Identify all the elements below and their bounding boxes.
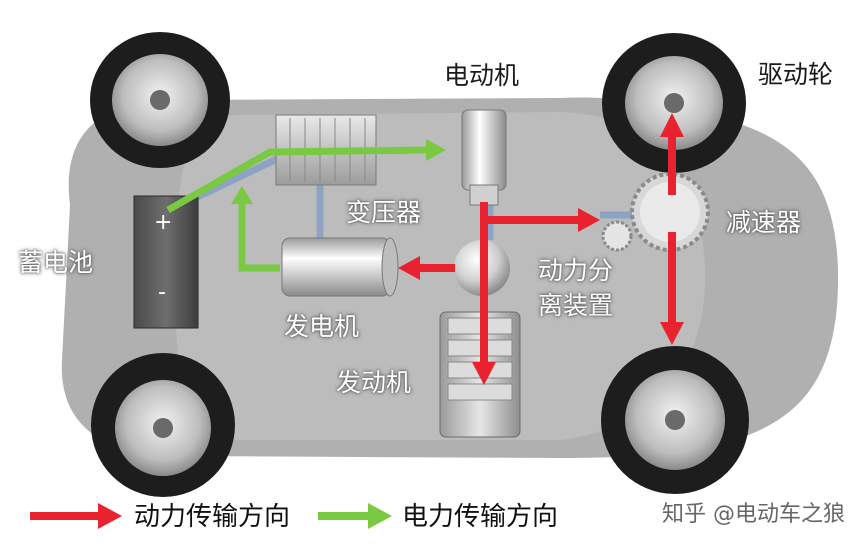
motor-block <box>461 109 507 206</box>
drive-wheel-label: 驱动轮 <box>758 60 834 89</box>
battery-minus-sign: - <box>158 280 166 305</box>
transformer-label: 变压器 <box>346 198 422 227</box>
drive-wheel-bottom <box>601 346 749 494</box>
rear-left-wheel <box>91 353 235 497</box>
power-split-label-line1: 动力分 <box>538 256 614 285</box>
power-arrowhead-to-wheel-bottom <box>660 322 684 345</box>
legend-electric-label: 电力传输方向 <box>402 502 559 532</box>
battery-block <box>133 195 199 329</box>
battery-label: 蓄电池 <box>18 248 94 277</box>
reducer-label: 减速器 <box>726 208 802 237</box>
legend-power-label: 动力传输方向 <box>134 502 291 532</box>
reducer-gears <box>601 172 710 252</box>
car-cabin <box>175 112 706 440</box>
power-arrowhead-to-wheel-top <box>660 113 684 137</box>
power-flow-arrows <box>418 135 676 370</box>
power-arrowhead-to-generator <box>398 256 420 280</box>
generator-label: 发电机 <box>284 312 360 341</box>
legend-electric-arrow <box>318 503 392 529</box>
watermark: 知乎 @电动车之狼 <box>662 502 845 527</box>
power-split-label-line2: 离装置 <box>538 291 614 320</box>
motor-label: 电动机 <box>444 61 520 90</box>
legend-power-arrow <box>30 503 122 529</box>
power-arrowhead-down-engine <box>472 362 496 385</box>
battery-plus-sign: + <box>154 210 173 235</box>
generator-block <box>281 237 399 297</box>
front-left-wheel <box>90 32 230 168</box>
engine-label: 发动机 <box>336 368 412 397</box>
electric-flow-arrows <box>166 146 429 272</box>
drive-wheel-top <box>602 33 746 173</box>
electric-arrowhead-up <box>231 186 253 204</box>
electric-arrowhead-to-motor <box>426 139 446 161</box>
power-arrowhead-to-reducer <box>578 208 600 232</box>
